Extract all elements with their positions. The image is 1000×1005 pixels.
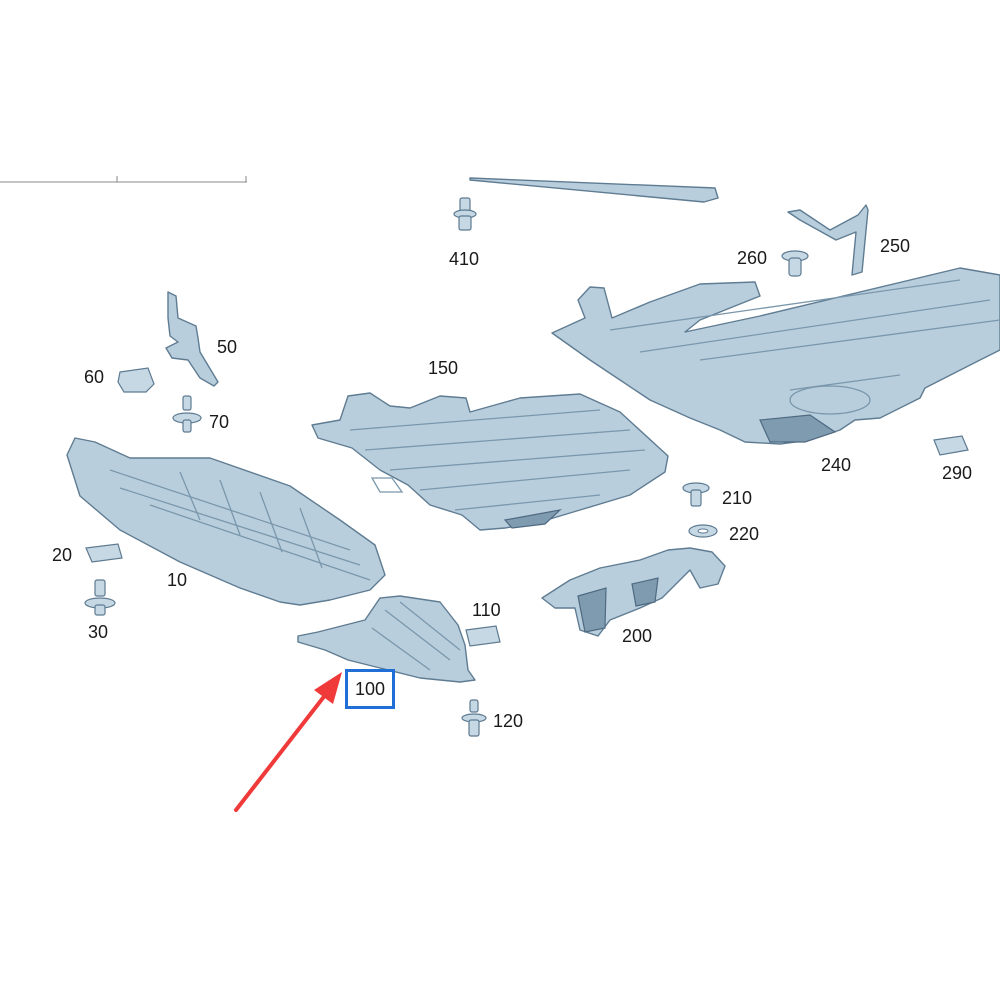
part-210-bolt	[682, 482, 710, 507]
callout-150: 150	[428, 358, 459, 378]
part-250-bracket	[787, 204, 869, 276]
callout-250: 250	[880, 236, 911, 256]
part-150-panel	[311, 392, 669, 531]
part-30-pin	[84, 579, 116, 616]
top-strip-part	[469, 177, 719, 203]
callout-290: 290	[942, 463, 973, 483]
callout-20: 20	[52, 545, 73, 565]
callout-110: 110	[472, 600, 501, 620]
part-220-washer	[688, 524, 718, 538]
callout-70: 70	[209, 412, 230, 432]
callout-240: 240	[821, 455, 852, 475]
callout-220: 220	[729, 524, 760, 544]
part-60-clip	[117, 367, 155, 393]
part-200-duct	[541, 547, 726, 637]
part-50-bracket	[165, 291, 219, 387]
highlight-box-100: 100	[345, 669, 395, 709]
callout-50: 50	[217, 337, 238, 357]
callout-120: 120	[493, 711, 524, 731]
callout-410: 410	[449, 249, 480, 269]
part-120-pin	[461, 699, 487, 737]
callout-260: 260	[737, 248, 768, 268]
callout-100: 100	[354, 679, 386, 699]
callout-30: 30	[88, 622, 109, 642]
part-240-panel	[551, 267, 1000, 445]
pointer-arrow	[234, 672, 342, 812]
part-110-clip	[465, 625, 501, 647]
part-20-clip	[85, 543, 123, 563]
callout-60: 60	[84, 367, 105, 387]
callout-210: 210	[722, 488, 753, 508]
callout-10: 10	[167, 570, 188, 590]
part-260-clip	[781, 250, 809, 277]
part-410-bolt	[453, 197, 477, 231]
part-100-panel	[297, 595, 476, 683]
reference-line	[0, 176, 247, 183]
part-70-pin	[172, 395, 202, 433]
callout-200: 200	[622, 626, 653, 646]
part-10-panel	[66, 437, 386, 606]
part-290-clip	[933, 435, 969, 456]
